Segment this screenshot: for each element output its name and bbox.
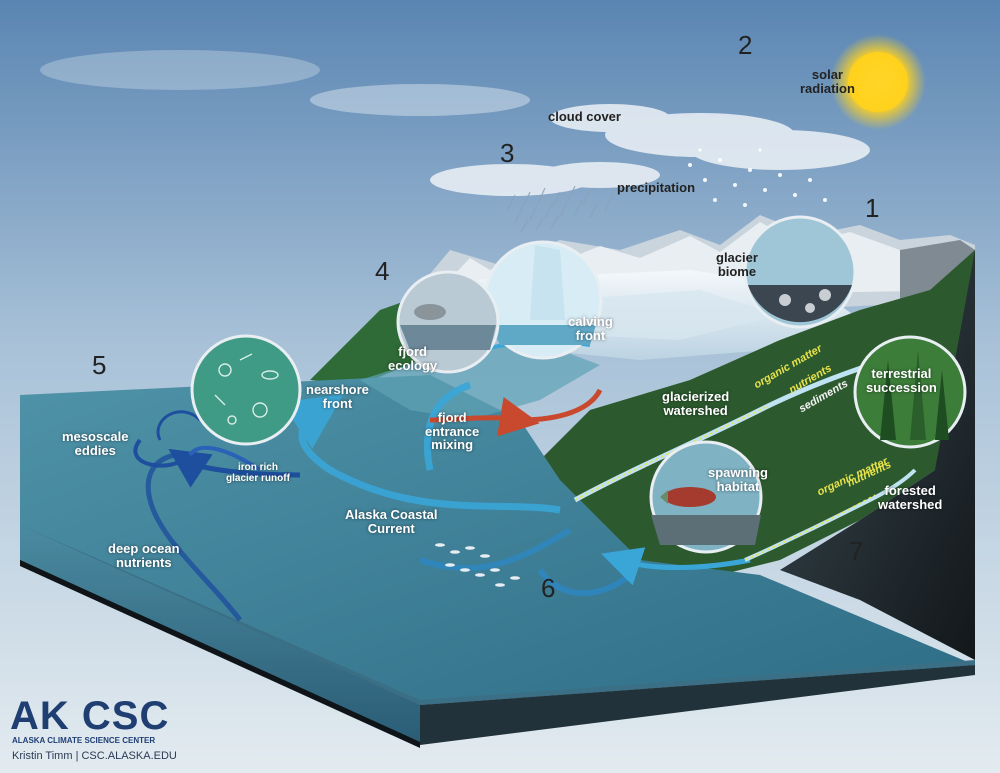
number-2: 2 (738, 30, 753, 60)
number-4: 4 (375, 256, 390, 286)
credit-separator: | (75, 750, 79, 762)
snowflakes (688, 148, 827, 207)
ocean-currents (133, 339, 751, 622)
clouds (40, 50, 870, 196)
glacier-biome-circle (743, 215, 857, 329)
rivers (573, 362, 917, 562)
number-6: 6 (541, 573, 556, 603)
credit-author: Kristin Timm (12, 750, 73, 762)
ocean-surface (20, 375, 975, 705)
terrestrial-succession-circle (853, 335, 967, 449)
fjord-ecology-circle (396, 270, 500, 374)
number-3: 3 (500, 138, 515, 168)
cloud-cover-label: cloud cover (548, 109, 621, 124)
logo-subtitle: ALASKA CLIMATE SCIENCE CENTER (12, 736, 156, 745)
number-7: 7 (849, 536, 864, 566)
credit-line: Kristin Timm | CSC.ALASKA.EDU (12, 750, 177, 762)
number-1: 1 (865, 193, 880, 223)
precipitation-label: precipitation (617, 180, 696, 195)
fish-school-icon (435, 543, 520, 587)
number-5: 5 (92, 350, 107, 380)
rain-streaks (507, 185, 613, 233)
plankton-circle (190, 334, 302, 446)
credit-site: CSC.ALASKA.EDU (81, 750, 177, 762)
spawning-habitat-circle (649, 440, 763, 554)
logo-text: AK CSC (10, 694, 170, 738)
